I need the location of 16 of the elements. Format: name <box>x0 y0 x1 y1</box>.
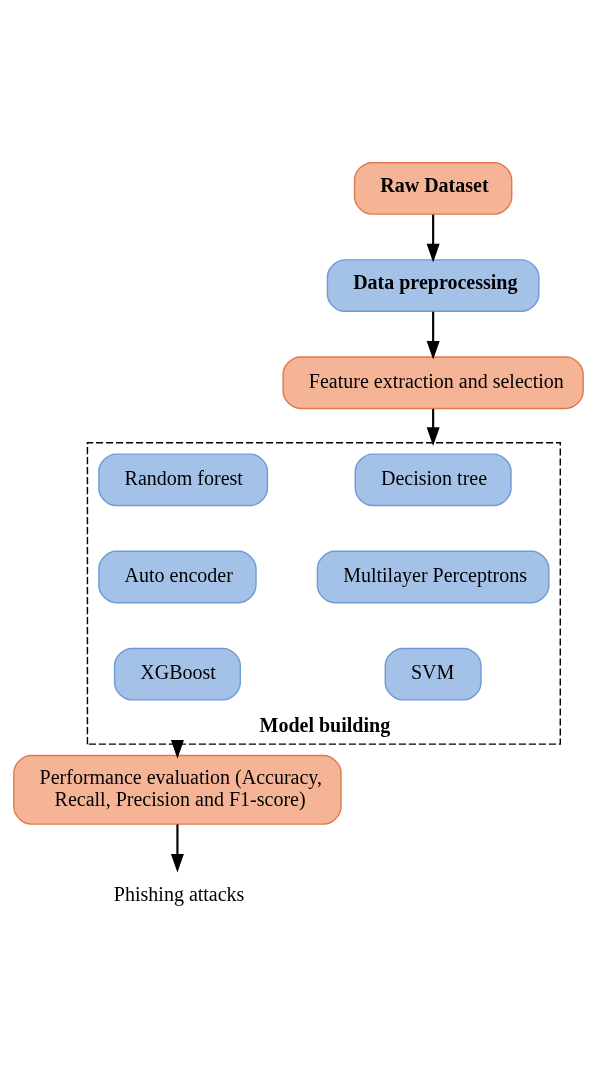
node-box: SVM <box>384 647 482 701</box>
node-box: Random forest <box>98 452 269 506</box>
node-box: Auto encoder <box>98 550 257 603</box>
arrow <box>170 823 184 872</box>
node-box: XGBoost <box>113 647 241 701</box>
arrow <box>426 311 440 360</box>
node-box: Decision tree <box>354 452 512 506</box>
node-box: Raw Dataset <box>353 161 513 215</box>
node-box: Performance evaluation (Accuracy, Recall, Precision and F1-score) <box>13 754 342 825</box>
arrow <box>170 739 184 759</box>
node-box: Multilayer Perceptrons <box>316 550 550 603</box>
arrow <box>426 408 440 446</box>
arrow <box>426 214 440 262</box>
node-text: Phishing attacks <box>113 882 245 905</box>
node-box: Data preprocessing <box>326 258 540 312</box>
node-box: Feature extraction and selection <box>282 355 584 409</box>
